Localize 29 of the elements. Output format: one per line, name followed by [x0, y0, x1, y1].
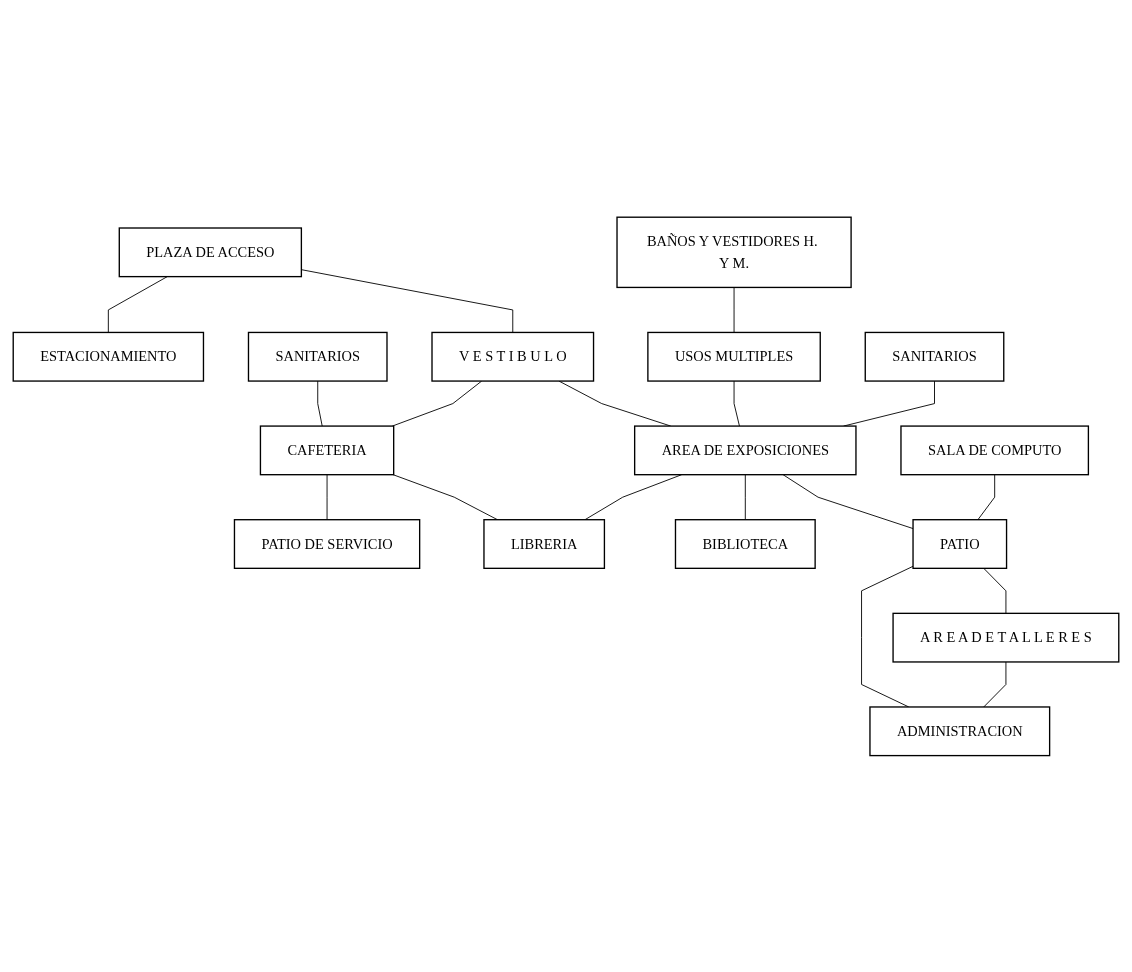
node-box: PLAZA DE ACCESO — [118, 226, 303, 277]
connector — [326, 473, 328, 520]
connector — [391, 380, 483, 427]
node-box: SANITARIOS — [247, 331, 388, 382]
connector — [733, 286, 735, 333]
node-box: PATIO DE SERVICIO — [233, 518, 421, 569]
node-box: BAÑOS Y VESTIDORES H. Y M. — [616, 216, 852, 288]
node-box: V E S T I B U L O — [431, 331, 595, 382]
connector — [744, 473, 746, 520]
connector — [983, 661, 1007, 708]
node-box: ESTACIONAMIENTO — [12, 331, 205, 382]
connector — [861, 565, 914, 708]
connector — [733, 380, 740, 427]
connector — [392, 473, 498, 520]
node-box: AREA DE EXPOSICIONES — [634, 425, 857, 475]
node-box: SANITARIOS — [864, 331, 1005, 382]
connector — [107, 275, 168, 333]
node-box: PATIO — [912, 518, 1008, 569]
connector — [983, 567, 1007, 614]
connector — [317, 380, 323, 427]
node-box: USOS MULTIPLES — [647, 331, 821, 382]
node-box: CAFETERIA — [259, 425, 395, 475]
node-box: SALA DE COMPUTO — [900, 425, 1090, 475]
connector — [782, 473, 914, 529]
node-box: ADMINISTRACION — [869, 705, 1051, 756]
connector — [977, 473, 996, 520]
node-box: LIBRERIA — [483, 518, 606, 569]
node-box: BIBLIOTECA — [674, 518, 816, 569]
node-box: A R E A D E T A L L E R E S — [892, 612, 1120, 663]
